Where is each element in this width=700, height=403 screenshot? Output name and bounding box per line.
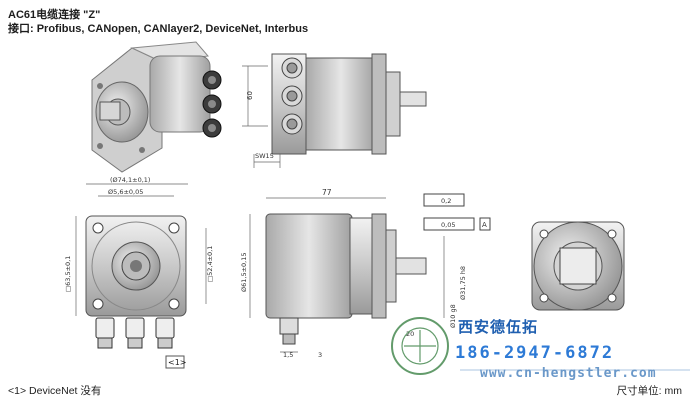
page-title: AC61电缆连接 "Z" <box>8 9 101 21</box>
top-side-view: 60 SW15 <box>242 53 427 168</box>
dim-shaft: Ø10 g8 <box>449 304 457 328</box>
dim-b2: 3 <box>318 351 322 359</box>
dim-sw15: SW15 <box>255 152 274 160</box>
watermark-url: www.cn-hengstler.com <box>480 366 657 381</box>
front-view: (Ø74,1±0,1) Ø5,6±0,05 □63,5±0,1 □52,4±0,… <box>64 176 214 369</box>
watermark-logo <box>391 317 690 375</box>
footnote: <1> DeviceNet 没有 <box>8 385 102 397</box>
dim-outer: (Ø74,1±0,1) <box>110 176 150 184</box>
isometric-view <box>91 41 222 173</box>
watermark-phone: 186-2947-6872 <box>455 343 615 363</box>
dim-boss: Ø31,75 h8 <box>459 266 467 300</box>
unit-label: 尺寸单位: mm <box>616 385 682 397</box>
datum-a: A <box>482 221 487 229</box>
rear-view <box>531 221 625 311</box>
watermark-company: 西安德伍拓 <box>458 318 539 336</box>
dim-bolt: Ø5,6±0,05 <box>108 188 143 196</box>
callout-1: <1> <box>168 358 187 367</box>
tol-runout: 0,2 <box>441 197 451 205</box>
dim-length: 77 <box>322 188 332 197</box>
dim-b1: 1,5 <box>283 351 293 359</box>
interface-subtitle: 接口: Profibus, CANopen, CANlayer2, Device… <box>8 23 309 35</box>
dim-square: □63,5±0,1 <box>64 256 72 292</box>
dim-60: 60 <box>246 91 254 100</box>
tol-perp: 0,05 <box>441 221 455 229</box>
dimension-side-view: 77 Ø61,5±0,15 0,2 0,05 A Ø31,75 h8 Ø10 g… <box>240 188 491 359</box>
dim-b3: 20 <box>406 330 414 338</box>
dim-square2: □52,4±0,1 <box>206 246 214 282</box>
dim-height: Ø61,5±0,15 <box>240 252 248 292</box>
